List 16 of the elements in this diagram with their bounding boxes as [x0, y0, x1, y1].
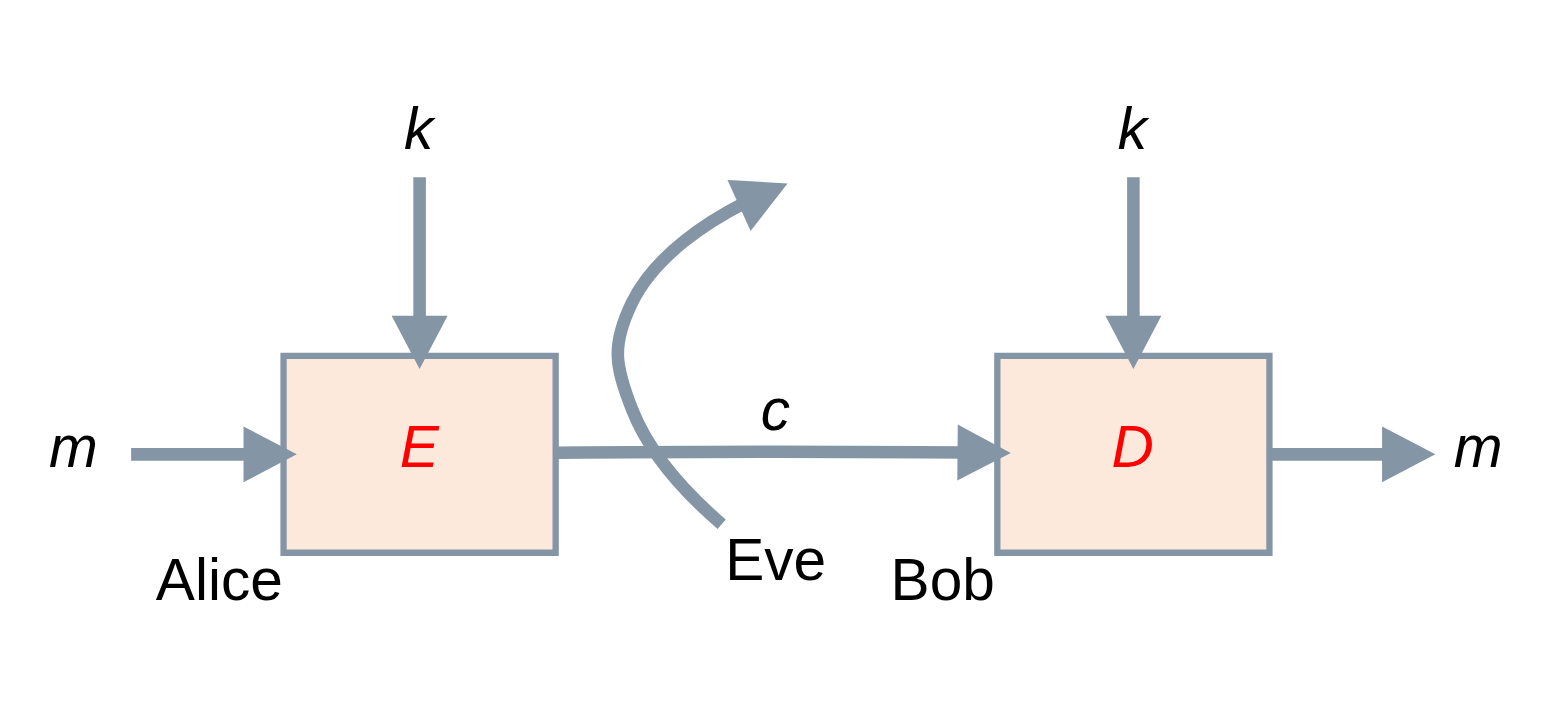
- node-text: Eve: [725, 526, 827, 592]
- node-text: m: [49, 413, 98, 479]
- node-text: k: [403, 95, 434, 161]
- node-text: k: [1117, 95, 1147, 161]
- node-label: Alice: [155, 546, 283, 612]
- node-label: Bob: [890, 546, 995, 612]
- node-box: D: [994, 352, 1273, 556]
- arrow: [1270, 426, 1436, 483]
- node-text: m: [1453, 413, 1503, 479]
- arrow: [1105, 177, 1162, 370]
- edge-label: c: [760, 377, 791, 443]
- arrow: [131, 426, 297, 483]
- arrow: [555, 424, 1011, 481]
- arrow: [391, 177, 448, 370]
- node-box: E: [280, 352, 559, 556]
- arrow: [611, 180, 788, 529]
